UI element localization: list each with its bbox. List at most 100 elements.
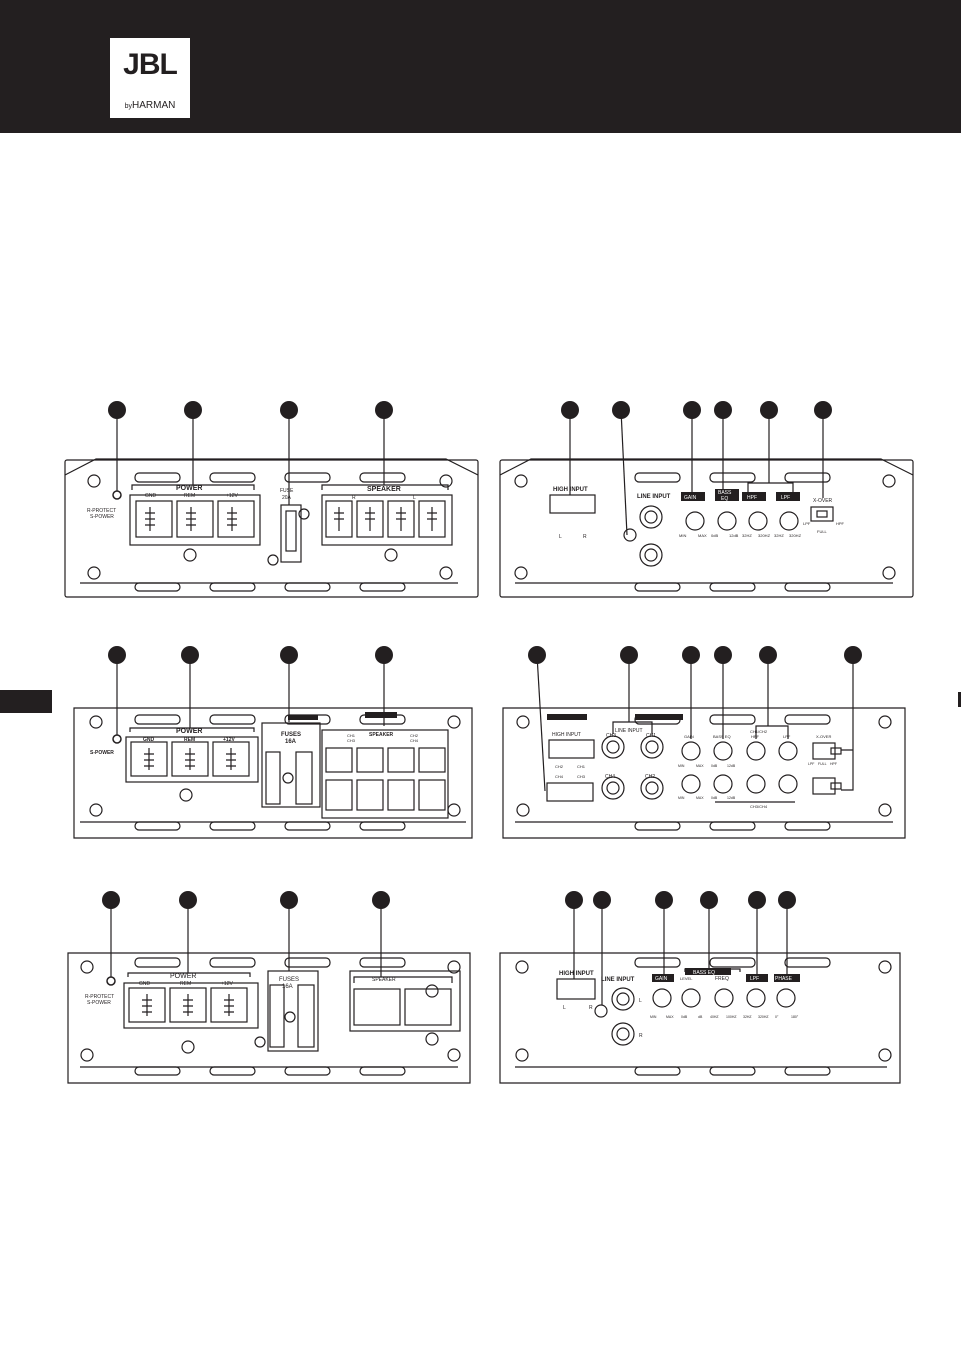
scale-label: 0dB (711, 796, 718, 800)
callout-marker (700, 891, 718, 909)
panel-6-input-side: HIGH INPUT L R LINE INPUT L R GAIN BASS … (499, 891, 901, 1084)
fuses-label: 16A (282, 984, 293, 990)
speaker-channel: CH1 (347, 733, 356, 738)
power-label: REM (180, 981, 191, 987)
hpf-scale: 320HZ (758, 533, 771, 538)
high-input-sub: L (563, 1005, 566, 1011)
lpf-label: LPF (781, 495, 790, 501)
hpf-label: HPF (747, 495, 757, 501)
rca-label: CH2 (645, 774, 655, 780)
scale-label: MAX (696, 796, 704, 800)
speaker-channel: CH2 (410, 733, 419, 738)
callout-marker (375, 401, 393, 419)
panel-2-input-side: HIGH INPUT L R LINE INPUT GAIN BASS EQ H… (499, 401, 914, 598)
gain-scale: MAX (698, 533, 707, 538)
power-label: REM (184, 493, 195, 499)
jbl-harman-logo: JBL byHARMAN (110, 38, 190, 118)
led-label: S-POWER (87, 1000, 111, 1006)
high-input-sub: R (589, 1005, 593, 1011)
section-tab (0, 690, 52, 713)
freq-scale: 40HZ (710, 1015, 719, 1019)
scale-label: 12dB (727, 764, 736, 768)
bass-eq-label: BASS EQ (713, 734, 731, 739)
callout-marker (375, 646, 393, 664)
callout-marker (102, 891, 120, 909)
power-label: +12V (223, 737, 235, 743)
callout-marker (561, 401, 579, 419)
xover-option: HPF (830, 762, 837, 766)
lpf-scale: 320HZ (758, 1015, 769, 1019)
page-edge-marker (958, 692, 961, 707)
callout-marker (814, 401, 832, 419)
freq-scale: 100HZ (726, 1015, 737, 1019)
logo-harman-word: HARMAN (132, 100, 176, 111)
power-label: GND (139, 981, 151, 987)
scale-label: 12dB (727, 796, 736, 800)
xover-option: LPF (808, 762, 814, 766)
speaker-channel: CH3 (347, 738, 356, 743)
high-input-sub: CH1 (577, 764, 586, 769)
line-input-label: LINE INPUT (637, 494, 671, 500)
callout-marker (593, 891, 611, 909)
speaker-channel: CH4 (410, 738, 419, 743)
xover-option: FULL (818, 762, 827, 766)
hpf-scale: 32HZ (742, 533, 752, 538)
led-label: R-PROTECT (85, 994, 114, 1000)
power-label: REM (184, 737, 195, 743)
hpf-label: HPF (751, 734, 760, 739)
callout-marker (683, 401, 701, 419)
led-label: R-PROTECT (87, 508, 116, 514)
line-input-label: LINE INPUT (601, 977, 635, 983)
bass-scale: 0dB (711, 533, 718, 538)
power-label: +12V (226, 493, 238, 499)
lpf-scale: 32HZ (774, 533, 784, 538)
fuse-label: FUSE (280, 488, 294, 494)
callout-marker (108, 646, 126, 664)
callout-marker (280, 891, 298, 909)
callout-marker (844, 646, 862, 664)
logo-by-text: by (124, 103, 133, 110)
callout-marker (682, 646, 700, 664)
power-title: POWER (176, 728, 202, 735)
scale-label: MIN (678, 764, 685, 768)
fuses-label: FUSES (279, 977, 299, 983)
callout-marker (714, 401, 732, 419)
callout-marker (759, 646, 777, 664)
phase-scale: 0° (775, 1015, 779, 1019)
rca-label: CH1 (646, 733, 656, 739)
callout-marker (184, 401, 202, 419)
level-scale: 0dB (681, 1015, 688, 1019)
bass-eq-label: BASS (718, 490, 732, 496)
xover-option: HPF (836, 521, 845, 526)
level-scale: dB (698, 1015, 703, 1019)
rca-label: R (639, 1033, 643, 1039)
bass-eq-label: EQ (721, 496, 728, 502)
callout-marker (714, 646, 732, 664)
ch12-label: CH1/CH2 (750, 729, 768, 734)
high-input-sub: R (583, 534, 587, 540)
high-input-sub: CH4 (555, 774, 564, 779)
gain-scale: MIN (650, 1015, 657, 1019)
bass-scale: 12dB (729, 533, 739, 538)
gain-label: GAIN (684, 495, 697, 501)
freq-label: FREQ (715, 976, 729, 982)
panel-4-input-side: HIGH INPUT CH2 CH1 CH4 CH3 LINE INPUT CH… (502, 646, 906, 839)
xover-option: LPF (803, 521, 811, 526)
callout-marker (620, 646, 638, 664)
logo-jbl-text: JBL (123, 48, 178, 81)
rca-label: CH4 (605, 774, 615, 780)
power-label: +12V (221, 981, 233, 987)
scale-label: MAX (696, 764, 704, 768)
panel-3-power-side: S-POWER POWER GND REM +12V FUSES 16A SPE… (73, 646, 473, 839)
panel-5-power-side: R-PROTECT S-POWER POWER GND REM +12V FUS… (67, 891, 471, 1084)
callout-marker (778, 891, 796, 909)
callout-marker (760, 401, 778, 419)
lpf-scale: 320HZ (789, 533, 802, 538)
callout-marker (280, 401, 298, 419)
level-label: LEVEL (680, 976, 693, 981)
lpf-label: LPF (783, 734, 791, 739)
callout-marker (528, 646, 546, 664)
gain-label: GAIN (655, 976, 668, 982)
power-title: POWER (170, 973, 196, 980)
phase-label: PHASE (775, 976, 793, 982)
